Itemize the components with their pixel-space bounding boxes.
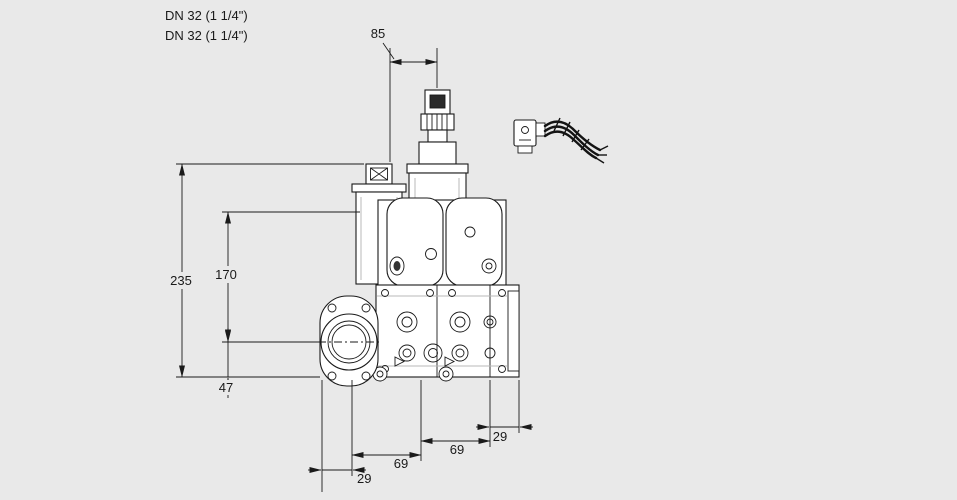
dn-label-2: DN 32 (1 1/4"): [165, 28, 248, 43]
dim-label-235: 235: [170, 273, 192, 288]
front-panel-left: [386, 197, 444, 287]
dimension-47: 47: [212, 328, 240, 398]
front-panel-right: [445, 197, 503, 287]
dimension-235: 235: [163, 163, 199, 378]
dim-label-69-left: 69: [394, 456, 408, 471]
dimension-85: 85: [371, 26, 438, 65]
dimension-29-right: 29: [476, 424, 533, 444]
connection-labels: DN 32 (1 1/4") DN 32 (1 1/4"): [165, 8, 248, 43]
dim-label-170: 170: [215, 267, 237, 282]
valve-body: [372, 284, 520, 382]
valve-upper-casting: [377, 197, 507, 287]
dimension-69-left: 69: [351, 452, 422, 471]
power-cable: [543, 117, 609, 164]
flow-arrow-left: [394, 356, 406, 367]
dimension-69-right: 69: [420, 438, 491, 457]
dim-label-29-right: 29: [493, 429, 507, 444]
flow-arrow-right: [444, 356, 456, 367]
dim-label-69-right: 69: [450, 442, 464, 457]
pipe-flange: [318, 295, 380, 387]
dim-label-47: 47: [219, 380, 233, 395]
cable-gland-connector: [513, 117, 609, 164]
extension-lines: [176, 48, 520, 492]
dim-label-29-left: 29: [357, 471, 371, 486]
dimension-29-left: 29: [308, 467, 371, 486]
dimension-170: 170: [211, 211, 242, 343]
dn-label-1: DN 32 (1 1/4"): [165, 8, 248, 23]
dim-label-85: 85: [371, 26, 385, 41]
